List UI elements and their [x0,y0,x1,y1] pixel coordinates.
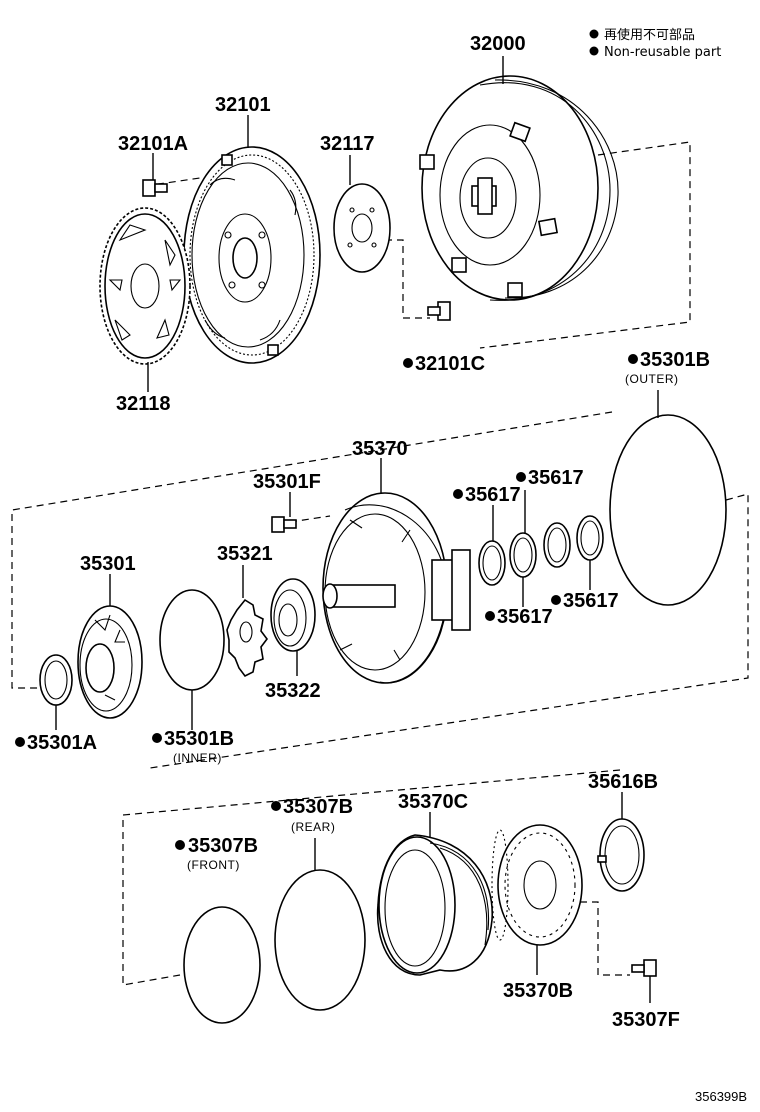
spacer-32117[interactable] [333,183,391,273]
seal-rings-35617[interactable] [478,515,604,586]
clutch-group-outline [122,769,621,986]
bolt-32101a[interactable] [142,179,168,197]
label-35370c: 35370C [398,791,468,813]
o-ring-35307b-rear[interactable] [274,869,366,1011]
clutch-plate-35370b[interactable] [491,824,583,946]
label-35307b-rear: 35307B [283,796,353,818]
legend-jp: 再使用不可部品 [604,27,695,43]
non-reusable-dot-icon [551,595,561,605]
label-35301a: 35301A [27,732,97,754]
label-35301b-inner: 35301B [164,728,234,750]
non-reusable-dot-icon [485,611,495,621]
leader-lines [55,56,659,1003]
legend-en: Non-reusable part [604,45,721,60]
group-boundaries [11,141,749,986]
non-reusable-dot-icon [15,737,25,747]
non-reusable-dot-icon [175,840,185,850]
label-35301f: 35301F [253,471,321,493]
legend: 再使用不可部品 Non-reusable part [589,27,721,60]
diagram-code: 356399B [695,1089,747,1104]
non-reusable-dot-icon [271,801,281,811]
pump-driven-gear-35322[interactable] [270,578,316,652]
legend-dot-icon [589,46,599,56]
bolt-32101c[interactable] [427,301,451,321]
label-35617-b: 35617 [528,467,584,489]
clutch-drum-35370c[interactable] [376,834,493,976]
drive-plate-32101[interactable] [183,146,321,364]
non-reusable-markers [15,354,638,850]
bolt-guide-line [144,177,201,187]
oil-pump-body-35370[interactable] [322,492,471,684]
label-32101a: 32101A [118,133,188,155]
legend-dot-icon [589,29,599,39]
converter-group-outline [479,141,691,349]
snap-ring-35616b[interactable] [597,818,645,892]
label-35370b: 35370B [503,980,573,1002]
note-rear: (REAR) [291,820,335,834]
label-32000: 32000 [470,33,526,55]
o-ring-35307b-front[interactable] [183,906,261,1024]
non-reusable-dot-icon [403,358,413,368]
bolt-35301f[interactable] [271,516,297,533]
non-reusable-dot-icon [152,733,162,743]
o-ring-35301b-outer[interactable] [609,414,727,606]
note-front: (FRONT) [187,858,240,872]
label-35301b-outer: 35301B [640,349,710,371]
label-32101: 32101 [215,94,271,116]
label-32117: 32117 [320,133,375,155]
bolt-32101c-guide [385,239,430,319]
non-reusable-dot-icon [516,472,526,482]
note-outer: (OUTER) [625,372,679,386]
label-35617-c: 35617 [497,606,553,628]
note-inner: (INNER) [173,751,222,765]
o-ring-35301b-inner[interactable] [159,589,225,691]
ring-gear-32118[interactable] [99,207,191,365]
label-35616b: 35616B [588,771,658,793]
label-35307b-front: 35307B [188,835,258,857]
label-35322: 35322 [265,680,321,702]
label-32101c: 32101C [415,353,485,375]
pump-group-top-outline [11,411,613,689]
label-35370: 35370 [352,438,408,460]
torque-converter-32000[interactable] [419,75,619,301]
label-35617-a: 35617 [465,484,521,506]
non-reusable-dot-icon [453,489,463,499]
label-32118: 32118 [116,393,171,415]
pump-group-bottom-outline [149,493,749,769]
non-reusable-dot-icon [628,354,638,364]
label-35617-d: 35617 [563,590,619,612]
bolt-35307f[interactable] [631,959,657,977]
bolt-35307f-guide [580,901,630,976]
label-35321: 35321 [217,543,273,565]
pump-drive-gear-35321[interactable] [226,598,268,678]
oil-seal-35301a[interactable] [39,654,73,706]
part-labels: 32000 32101 32101A 32117 32118 32101C 35… [27,33,710,1031]
label-35307f: 35307F [612,1009,680,1031]
pump-cover-35301[interactable] [77,605,143,719]
label-35301: 35301 [80,553,136,575]
